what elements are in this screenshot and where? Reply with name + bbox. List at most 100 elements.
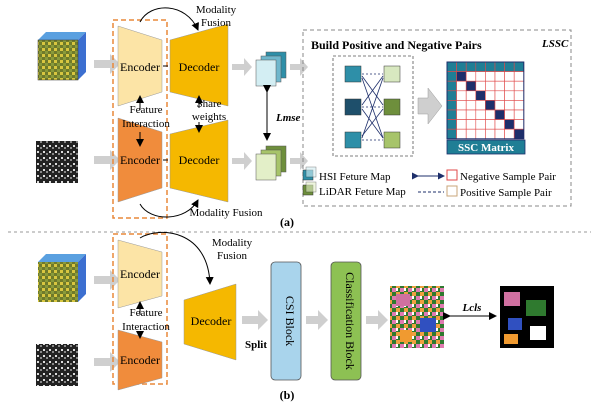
- ssc-matrix-cell: [504, 119, 515, 130]
- ssc-matrix-cell: [465, 80, 477, 92]
- ssc-matrix-cell: [446, 71, 457, 82]
- ssc-matrix-cell: [513, 71, 525, 82]
- encoder-top-a: Encoder: [117, 25, 163, 107]
- encoder-group-box-b: [112, 233, 168, 385]
- lidar-image-b: [36, 344, 78, 386]
- encoder-bottom-a: Encoder: [117, 117, 163, 203]
- decoder-top-a-label: Decoder: [179, 60, 220, 74]
- share-weights-label-1: Share: [196, 98, 221, 110]
- ssc-matrix-cell: [485, 71, 496, 82]
- modality-fusion-b-label-1: Modality: [212, 237, 253, 249]
- ssc-matrix-cell: [504, 71, 515, 82]
- modality-fusion-arrow-b: [139, 232, 214, 285]
- legend-positive: Positive Sample Pair: [460, 187, 552, 199]
- ssc-matrix-label: SSC Matrix: [458, 142, 514, 154]
- lidar-feature-stack-a: [255, 145, 287, 181]
- feature-interaction-label-a1: Feature: [130, 104, 163, 116]
- ssc-matrix-cell: [513, 128, 525, 140]
- hsi-feature-stack-a: [255, 51, 287, 87]
- ssc-matrix-cell: [494, 109, 505, 120]
- ssc-matrix-cell: [465, 71, 477, 82]
- ssc-matrix-cell: [475, 128, 486, 140]
- ssc-matrix-cell: [465, 119, 477, 130]
- modality-fusion-b-label-2: Fusion: [217, 250, 247, 262]
- pairs-box: [332, 55, 414, 157]
- ssc-matrix-cell: [446, 100, 457, 111]
- ssc-legend: HSI Feture Map LiDAR Feture Map Negative…: [302, 166, 556, 199]
- ssc-matrix-cell: [504, 109, 515, 120]
- ssc-matrix-cell: [513, 90, 525, 101]
- hsi-image-b: [38, 254, 86, 302]
- encoder-group-box-a: [112, 19, 168, 219]
- ssc-matrix-border: [446, 61, 525, 140]
- ssc-matrix-cell: [494, 90, 505, 101]
- ssc-matrix-cell: [513, 61, 525, 72]
- ssc-matrix-cell: [504, 100, 515, 111]
- modality-fusion-top-label-2: Fusion: [201, 17, 231, 29]
- ssc-matrix-cell: [494, 128, 505, 140]
- encoder-bottom-b-label: Encoder: [120, 353, 160, 367]
- decoder-b-label: Decoder: [191, 314, 232, 328]
- ssc-matrix-cell: [456, 119, 467, 130]
- legend-negative: Negative Sample Pair: [460, 171, 556, 183]
- encoder-top-b: Encoder: [117, 239, 163, 309]
- ssc-matrix-cell: [475, 109, 486, 120]
- ssc-matrix-cell: [475, 80, 486, 92]
- hsi-image-a: [37, 32, 86, 81]
- ssc-matrix-cell: [475, 119, 486, 130]
- encoder-bottom-b: Encoder: [117, 329, 163, 391]
- decoder-top-a: Decoder: [169, 23, 229, 107]
- legend-hsi: HSI Feture Map: [319, 171, 391, 183]
- classification-block-label: Classification Block: [343, 272, 357, 370]
- modality-fusion-arrow-top-a: [139, 7, 199, 31]
- ssc-matrix-cell: [504, 61, 515, 72]
- ssc-matrix-cell: [456, 90, 467, 101]
- feature-interaction-label-b1: Feature: [130, 307, 163, 319]
- ssc-matrix-cell: [465, 90, 477, 101]
- ssc-matrix-cell: [475, 100, 486, 111]
- ssc-matrix-cell: [465, 109, 477, 120]
- feature-interaction-label-a2: Interaction: [122, 118, 170, 130]
- ssc-matrix-cell: [494, 71, 505, 82]
- ssc-matrix-cell: [456, 61, 467, 72]
- ssc-matrix-cell: [456, 71, 467, 82]
- ssc-matrix-cell: [513, 80, 525, 92]
- ssc-matrix-cell: [446, 90, 457, 101]
- ssc-matrix-cell: [446, 128, 457, 140]
- ssc-matrix-cell: [494, 80, 505, 92]
- decoder-bottom-a-label: Decoder: [179, 153, 220, 167]
- ssc-matrix-cell: [456, 100, 467, 111]
- input-arrow-lidar-a: [94, 150, 120, 170]
- ssc-matrix-cell: [494, 61, 505, 72]
- ssc-matrix-cell: [475, 61, 486, 72]
- ssc-matrix-cell: [504, 128, 515, 140]
- encoder-bottom-a-label: Encoder: [120, 153, 160, 167]
- ssc-matrix-label-box: [446, 139, 526, 155]
- ssc-matrix-cell: [485, 90, 496, 101]
- modality-fusion-top-label-1: Modality: [196, 4, 237, 16]
- legend-lidar: LiDAR Feture Map: [319, 186, 406, 198]
- classification-map-predicted: [390, 286, 444, 348]
- part-a-label: (a): [280, 215, 294, 229]
- encoder-top-a-label: Encoder: [120, 60, 160, 74]
- decoder-bottom-a: Decoder: [169, 119, 229, 203]
- ssc-matrix-cell: [485, 100, 496, 111]
- ssc-matrix-cell: [475, 90, 486, 101]
- ssc-matrix-cell: [485, 80, 496, 92]
- ssc-matrix-cell: [446, 80, 457, 92]
- ssc-matrix-cell: [485, 119, 496, 130]
- decoder-b: Decoder: [183, 283, 237, 361]
- input-arrow-hsi-a: [94, 54, 120, 74]
- lcls-label: Lcls: [462, 302, 482, 314]
- ssc-matrix-cell: [456, 80, 467, 92]
- ssc-matrix-cell: [475, 71, 486, 82]
- ssc-matrix-cell: [456, 109, 467, 120]
- ssc-matrix-cell: [504, 80, 515, 92]
- feature-interaction-label-b2: Interaction: [122, 321, 170, 333]
- csi-block-label: CSI Block: [283, 296, 297, 346]
- classification-block: Classification Block: [330, 261, 362, 381]
- ssc-matrix-cell: [446, 109, 457, 120]
- ssc-matrix-cell: [456, 128, 467, 140]
- csi-block: CSI Block: [270, 261, 302, 381]
